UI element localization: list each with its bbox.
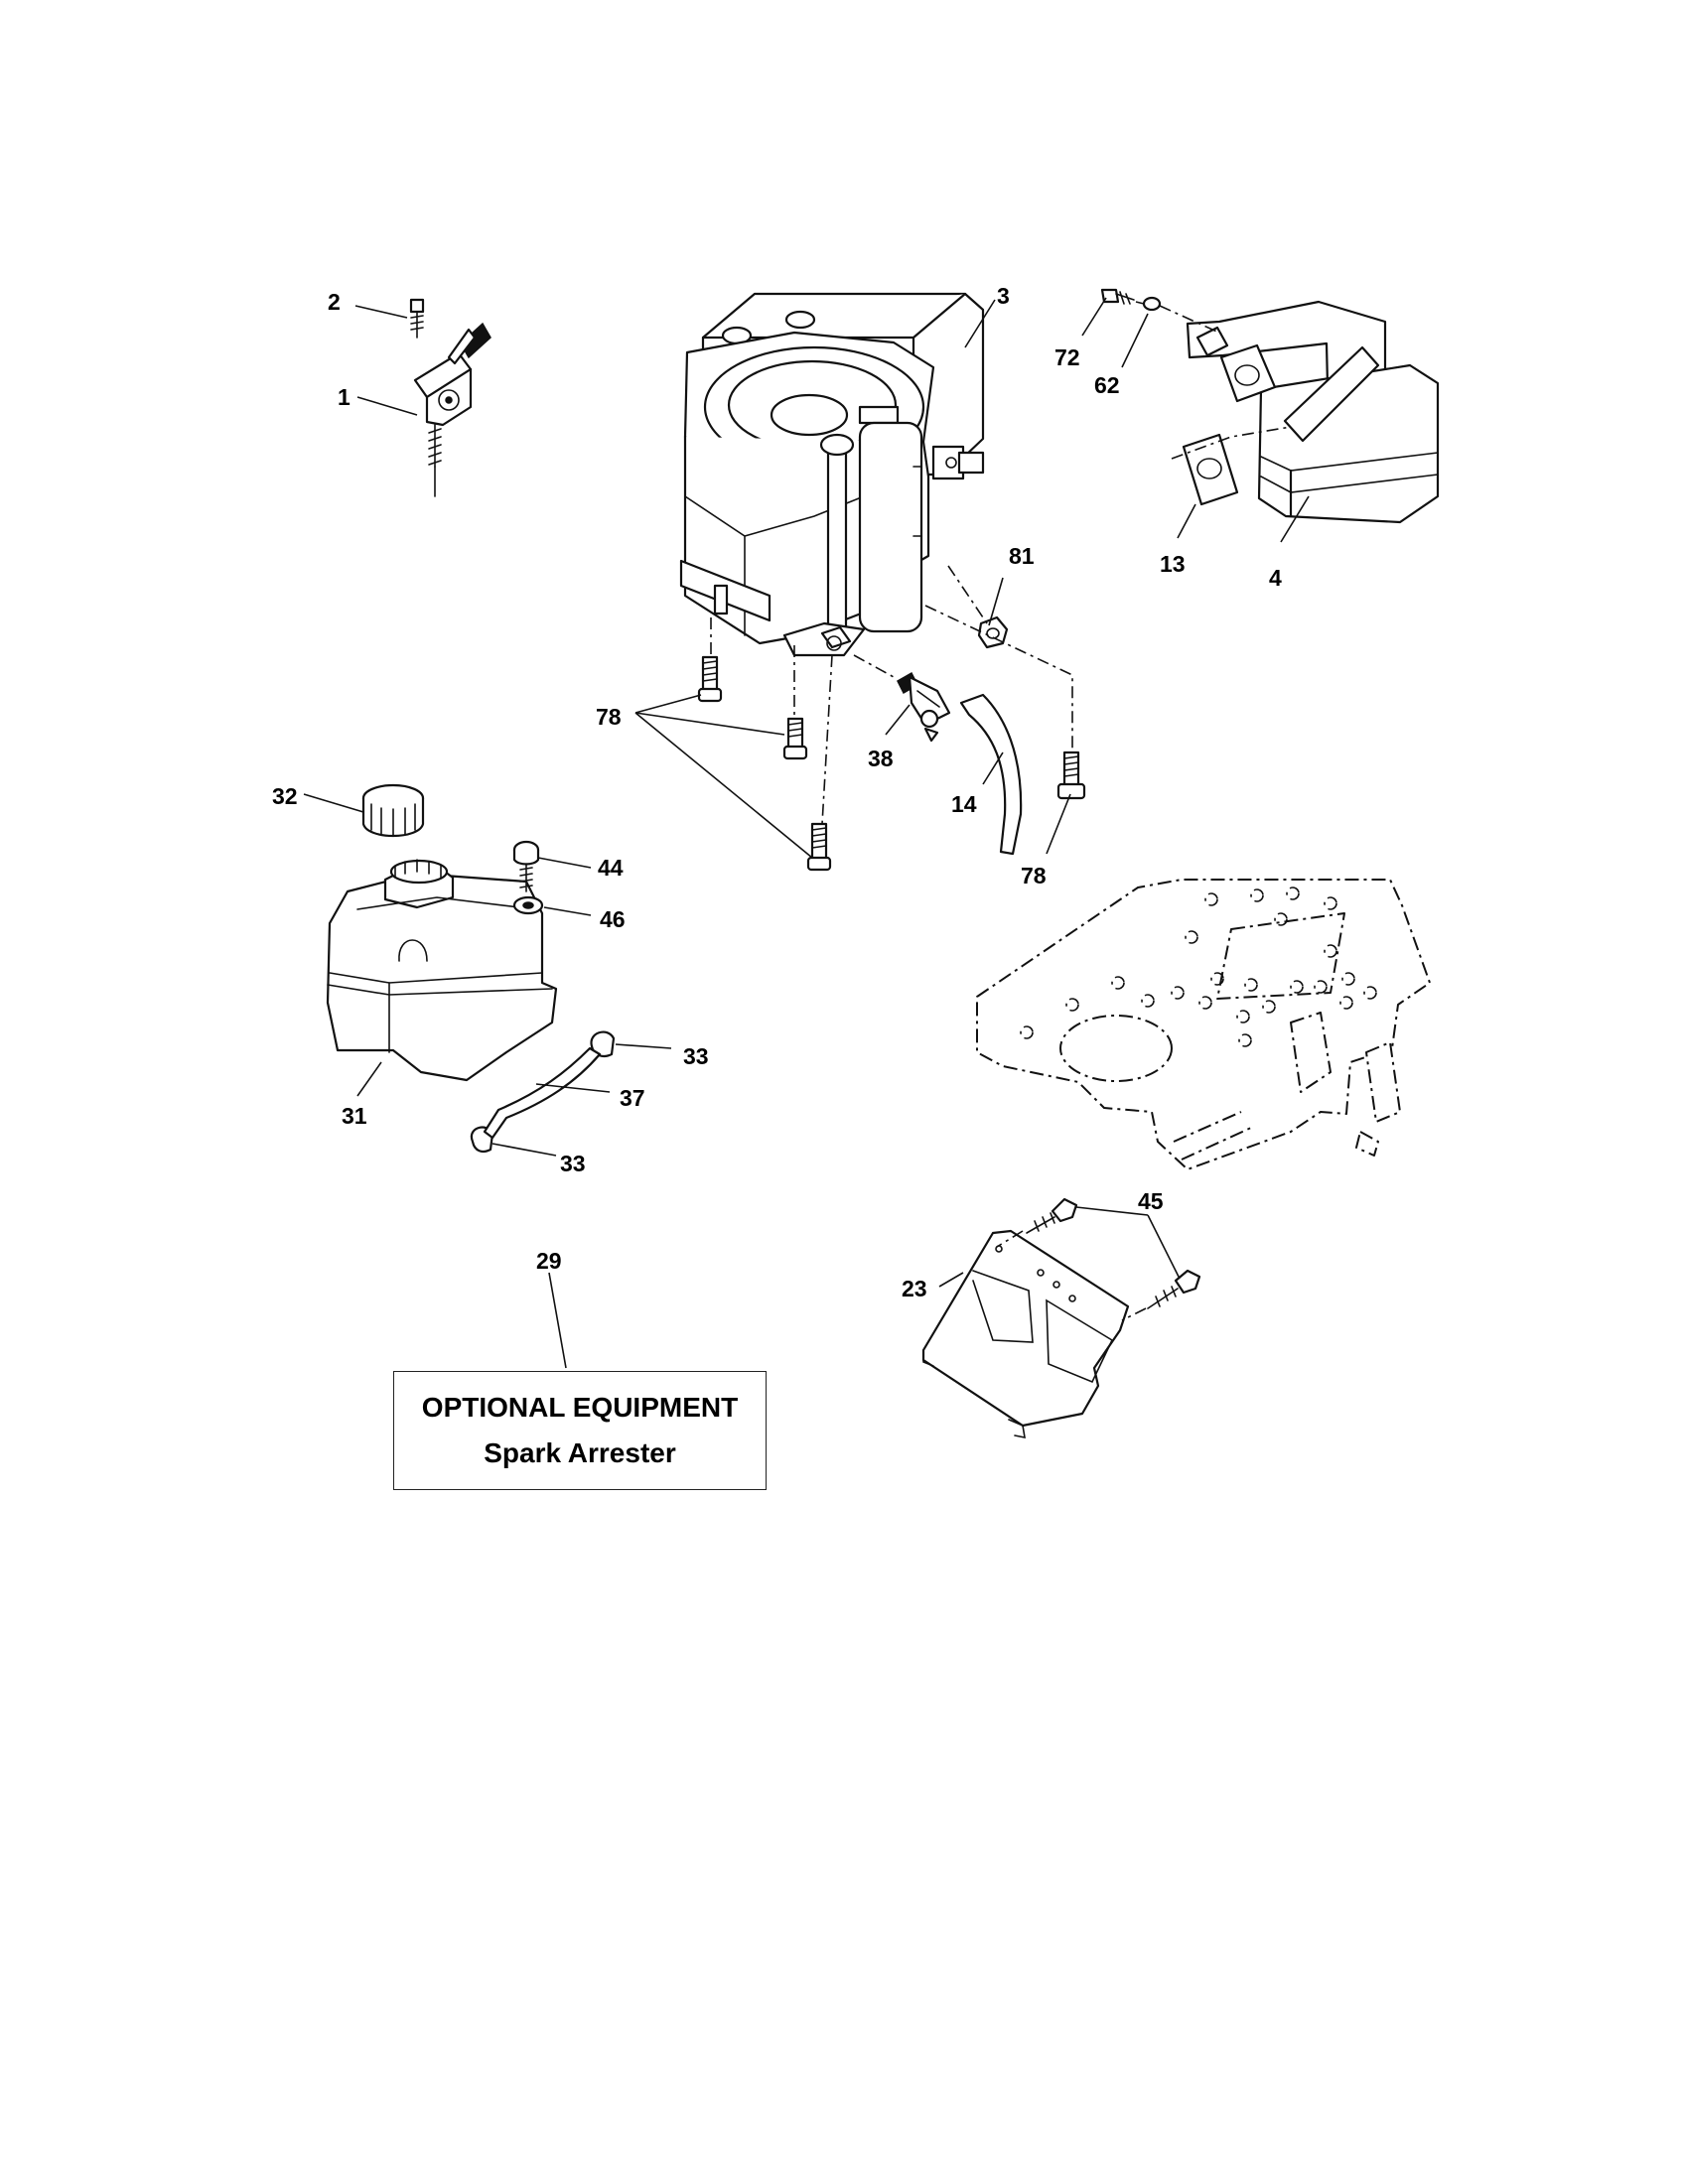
muffler-part	[1186, 300, 1440, 524]
callout-2: 2	[328, 289, 341, 315]
spark-arrester-label: Spark Arrester	[484, 1437, 676, 1468]
lock-washer-part	[1142, 296, 1162, 312]
engine-bolt-part-4	[1056, 751, 1086, 800]
shield-screw-part-2	[1147, 1269, 1201, 1309]
muffler-gasket-part	[1182, 433, 1239, 506]
callout-62: 62	[1094, 372, 1120, 398]
callout-31: 31	[342, 1103, 367, 1129]
engine-bolt-part-1	[697, 655, 723, 703]
heat-shield-part	[921, 1229, 1130, 1439]
callout-13: 13	[1160, 551, 1186, 577]
callout-32: 32	[272, 783, 298, 809]
tank-screw-part	[512, 840, 540, 892]
optional-equipment-box: OPTIONAL EQUIPMENT Spark Arrester	[393, 1371, 767, 1490]
washer-part	[512, 895, 544, 915]
exhaust-bolt-part	[1100, 288, 1135, 305]
callout-labels: 1 2 3 4 13 14 23 29 31 32 33 33 37 38 44…	[272, 283, 1282, 1301]
mounting-holes	[1020, 887, 1377, 1047]
engine-bolt-part-3	[806, 822, 832, 872]
callout-44: 44	[598, 855, 624, 881]
callout-4: 4	[1269, 565, 1282, 591]
callout-72: 72	[1054, 344, 1080, 370]
callout-33a: 33	[683, 1043, 709, 1069]
leader-lines	[303, 297, 1310, 1369]
engine-bolt-part-2	[782, 717, 808, 760]
fuel-shutoff-valve-part	[897, 671, 951, 743]
fuel-tank-part	[326, 859, 558, 1082]
callout-33b: 33	[560, 1151, 586, 1176]
callout-81: 81	[1009, 543, 1035, 569]
throttle-screw-part	[409, 298, 425, 339]
callout-14: 14	[951, 791, 977, 817]
callout-23: 23	[902, 1276, 927, 1301]
callout-38: 38	[868, 746, 894, 771]
fuel-line-part	[959, 693, 1023, 856]
callout-37: 37	[620, 1085, 645, 1111]
shield-screw-part-1	[1026, 1197, 1078, 1234]
throttle-control-part	[413, 322, 491, 497]
callout-29: 29	[536, 1248, 562, 1274]
optional-equipment-title: OPTIONAL EQUIPMENT	[421, 1392, 739, 1423]
frame-plate-part	[976, 879, 1431, 1170]
callout-78b: 78	[1021, 863, 1047, 888]
callout-46: 46	[600, 906, 626, 932]
engine-part	[679, 292, 985, 657]
fuel-cap-part	[361, 783, 425, 838]
callout-78a: 78	[596, 704, 622, 730]
callout-45: 45	[1138, 1188, 1164, 1214]
callout-3: 3	[997, 283, 1010, 309]
callout-1: 1	[338, 384, 351, 410]
fuel-hose-part	[483, 1046, 602, 1140]
